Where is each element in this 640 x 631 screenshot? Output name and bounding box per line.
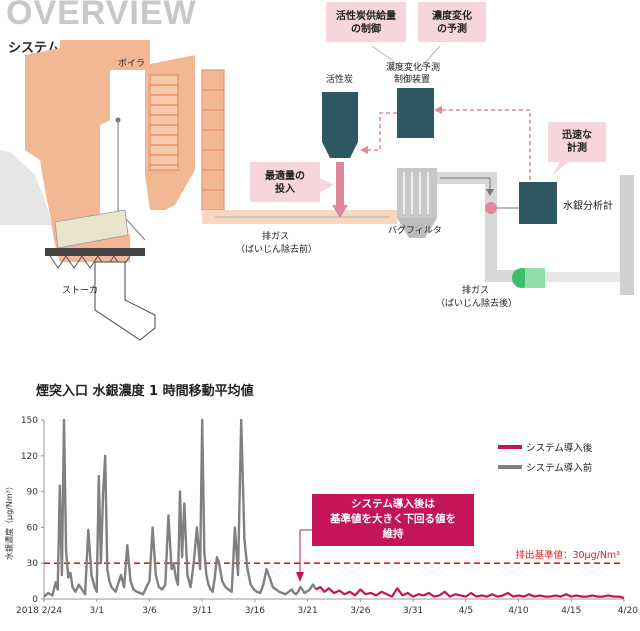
furnace-wall [0, 150, 52, 225]
label-stoker: ストーカ [62, 286, 99, 296]
x-tick-label: 3/6 [142, 606, 157, 616]
fan-duct [525, 268, 545, 288]
y-axis-label: 水銀濃度（μg/Nm³） [4, 482, 14, 560]
label-activated-carbon: 活性炭 [326, 75, 354, 85]
boiler-body [25, 42, 130, 262]
chart-annotation-line3: 維持 [382, 528, 404, 540]
x-tick-label: 3/1 [89, 606, 103, 616]
x-tick-label: 2018 2/24 [16, 606, 62, 616]
callout-quick-measure-line2: 計測 [567, 143, 587, 154]
control-arrow-head-2 [434, 106, 442, 114]
label-boiler: ボイラ [118, 59, 146, 69]
callout-optimal-dose-line1: 最適量の [265, 171, 305, 182]
callout-supply-control-line1: 活性炭供給量 [336, 11, 396, 22]
x-tick-label: 3/31 [403, 606, 423, 616]
control-line-to-silo [365, 112, 397, 151]
legend-label-before: システム導入前 [526, 463, 593, 474]
label-controller-1: 濃度変化予測 [386, 63, 441, 73]
heat-exchanger [149, 74, 179, 171]
y-tick-label: 120 [21, 452, 38, 462]
callout-optimal-dose-line2: 投入 [275, 184, 295, 195]
boiler-duct [201, 69, 225, 211]
callout-prediction-line1: 濃度変化 [432, 11, 472, 22]
chart-legend: システム導入後 システム導入前 [498, 440, 638, 476]
dose-arrow-shaft [336, 162, 344, 207]
y-tick-label: 150 [21, 416, 38, 426]
overview-heading: OVERVIEW [6, 0, 197, 32]
optimal-dose-pointer [320, 178, 334, 192]
callout-prediction: 濃度変化 の予測 [418, 2, 486, 42]
x-tick-label: 4/10 [508, 606, 528, 616]
system-diagram [0, 40, 634, 341]
threshold-label: 排出基準値：30μg/Nm³ [515, 549, 620, 561]
y-tick-label: 30 [27, 559, 39, 569]
x-tick-label: 4/15 [561, 606, 581, 616]
control-arrow-head [360, 146, 368, 154]
label-exhaust-before-2: （ばいじん除去前） [236, 245, 318, 255]
callout-quick-measure: 迅速な 計測 [548, 122, 606, 162]
boiler-upper [60, 40, 150, 70]
dose-arrow-head [332, 205, 348, 218]
callout-supply-control: 活性炭供給量 の制御 [326, 2, 406, 42]
y-tick-label: 60 [27, 523, 39, 533]
bag-filter-stripes [403, 172, 429, 214]
label-exhaust-after-2: （ばいじん除去後） [436, 299, 518, 309]
mercury-analyzer-box [519, 182, 557, 224]
legend-label-after: システム導入後 [526, 443, 593, 454]
chart-title: 煙突入口 水銀濃度 1 時間移動平均値 [36, 384, 254, 399]
series-line-before [43, 418, 318, 598]
y-tick-label: 0 [32, 595, 38, 605]
callout-connector-2 [421, 45, 441, 67]
activated-carbon-hopper [322, 142, 358, 158]
chart-annotation-line2: 基準値を大きく下回る値を [330, 513, 456, 525]
stoker-teeth [49, 255, 131, 269]
chart-annotation: システム導入後は 基準値を大きく下回る値を 維持 [312, 494, 474, 546]
quick-measure-pointer [552, 162, 568, 176]
label-exhaust-before-1: 排ガス [262, 232, 290, 242]
stoker-base [45, 248, 145, 256]
y-tick-label: 90 [27, 488, 39, 498]
x-tick-label: 3/16 [245, 606, 265, 616]
controller-box [397, 88, 434, 138]
label-mercury-analyzer: 水銀分析計 [563, 201, 613, 212]
series-line-after [315, 585, 625, 599]
x-tick-label: 4/20 [618, 606, 638, 616]
boiler-interior-dot [115, 117, 121, 123]
gas-flow-arrow-head [486, 189, 494, 196]
annotation-arrow-head [296, 572, 304, 582]
x-tick-label: 4/5 [459, 606, 473, 616]
chimney-duct [545, 272, 620, 282]
legend-swatch-after [498, 445, 522, 449]
bag-filter-hopper [397, 218, 437, 238]
legend-swatch-before [498, 465, 522, 469]
label-exhaust-after-1: 排ガス [462, 286, 490, 296]
heat-exchanger-grid [150, 84, 178, 166]
legend-item-after: システム導入後 [498, 440, 638, 454]
callout-connector-1 [371, 45, 401, 67]
callout-optimal-dose: 最適量の 投入 [250, 162, 320, 202]
x-tick-label: 3/11 [192, 606, 212, 616]
label-controller-2: 制御装置 [394, 75, 431, 85]
control-line-from-analyzer [438, 109, 531, 180]
legend-item-before: システム導入前 [498, 460, 638, 474]
gas-flow-line [440, 177, 491, 192]
label-bag-filter: バグフィルタ [388, 226, 442, 236]
chart-annotation-line1: システム導入後は [351, 498, 435, 510]
sampling-point [485, 202, 497, 214]
x-tick-label: 3/26 [350, 606, 370, 616]
chimney [620, 175, 634, 295]
callout-quick-measure-line1: 迅速な [562, 130, 592, 141]
boiler-interior-line [117, 120, 146, 241]
boiler-duct-grid [202, 89, 224, 191]
stoker-grate [54, 209, 129, 249]
mercury-chart: 0 30 60 90 120 150 水銀濃度（μg/Nm³） 2018 2/24 3/1 3/6… [4, 416, 638, 616]
activated-carbon-silo [322, 92, 358, 142]
callout-supply-control-line2: の制御 [351, 24, 381, 35]
ash-outlet [94, 261, 156, 341]
pipe-vertical [485, 172, 497, 282]
callout-prediction-line2: の予測 [437, 24, 467, 35]
x-tick-label: 3/21 [298, 606, 318, 616]
